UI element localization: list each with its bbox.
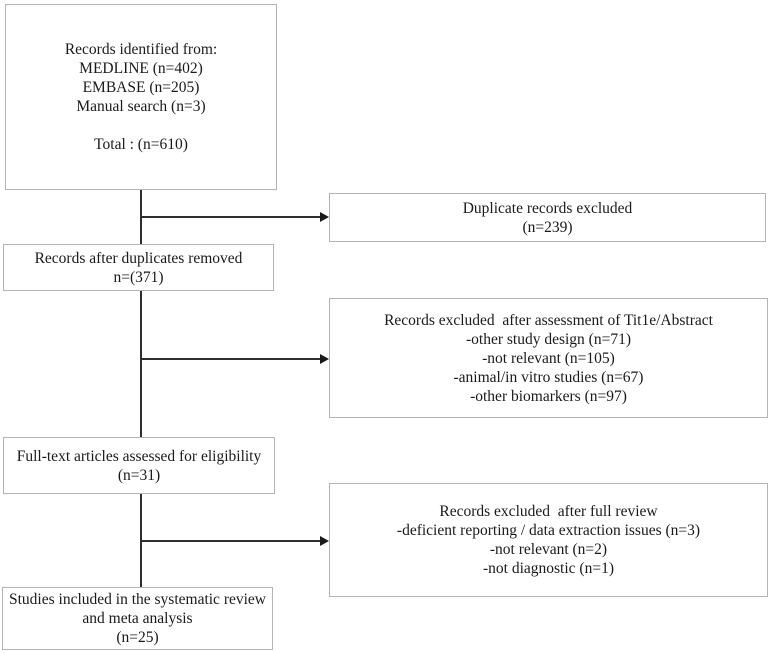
connector-arrow-to-full-review-excluded bbox=[140, 540, 321, 542]
box-text-line: Total : (n=610) bbox=[94, 136, 188, 153]
connector-arrow-to-duplicates bbox=[140, 216, 321, 218]
box-text-line: Duplicate records excluded bbox=[462, 199, 633, 217]
box-text-line: n=(371) bbox=[113, 268, 164, 286]
box-text-line: MEDLINE (n=402) bbox=[79, 60, 203, 77]
flow-box-records-after-duplicates: Records after duplicates removed n=(371) bbox=[3, 244, 274, 291]
box-text-line: and meta analysis bbox=[82, 610, 193, 627]
box-text-line: (n=239) bbox=[522, 218, 573, 236]
box-text-line: Manual search (n=3) bbox=[76, 98, 206, 115]
arrowhead-right-icon bbox=[320, 212, 329, 222]
arrowhead-right-icon bbox=[320, 354, 329, 364]
box-text-line: Full-text articles assessed for eligibil… bbox=[16, 447, 262, 465]
box-text-line: Records after duplicates removed bbox=[34, 249, 243, 267]
flow-box-excluded-title-abstract: Records excluded after assessment of Tit… bbox=[329, 298, 768, 418]
connector-vertical-2 bbox=[140, 291, 142, 437]
box-text-line: Records identified from: bbox=[64, 41, 218, 58]
box-text-line: Records excluded after assessment of Tit… bbox=[384, 311, 713, 329]
box-text-line: (n=31) bbox=[117, 466, 161, 484]
box-text-line: -animal/in vitro studies (n=67) bbox=[453, 368, 644, 386]
box-text-line: -not diagnostic (n=1) bbox=[483, 560, 614, 577]
flow-box-excluded-full-review: Records excluded after full review -defi… bbox=[329, 483, 768, 597]
box-text-line: EMBASE (n=205) bbox=[82, 79, 200, 96]
box-text-line: -not relevant (n=2) bbox=[489, 541, 608, 558]
box-text-line: -not relevant (n=105) bbox=[482, 349, 615, 367]
box-text-line: Records excluded after full review bbox=[439, 503, 658, 520]
box-text-line: Studies included in the systematic revie… bbox=[9, 591, 266, 608]
box-text-line: -deficient reporting / data extraction i… bbox=[396, 522, 701, 539]
flow-box-included: Studies included in the systematic revie… bbox=[2, 587, 273, 650]
flow-box-identification: Records identified from: MEDLINE (n=402)… bbox=[5, 4, 277, 190]
arrowhead-right-icon bbox=[320, 536, 329, 546]
flow-box-duplicates-excluded: Duplicate records excluded (n=239) bbox=[329, 193, 766, 242]
box-text-line: (n=25) bbox=[116, 629, 159, 646]
box-text-line: -other biomarkers (n=97) bbox=[470, 387, 627, 405]
connector-arrow-to-title-abstract-excluded bbox=[140, 358, 321, 360]
flow-box-fulltext-eligibility: Full-text articles assessed for eligibil… bbox=[3, 437, 275, 494]
box-text-line: -other study design (n=71) bbox=[465, 330, 631, 348]
